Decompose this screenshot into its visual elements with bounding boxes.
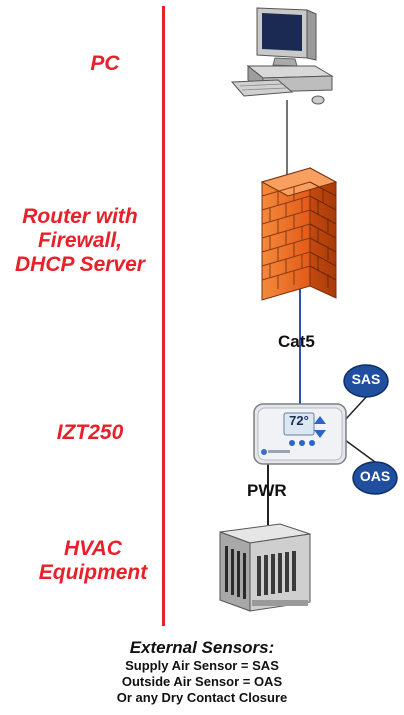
label-router: Router with Firewall, DHCP Server (0, 205, 160, 277)
label-router-line3: DHCP Server (15, 253, 145, 276)
pwr-label: PWR (247, 481, 287, 500)
izt250-thermostat-icon (253, 403, 347, 465)
external-sensors-legend: External Sensors: Supply Air Sensor = SA… (0, 638, 404, 706)
label-hvac-line2: Equipment (38, 561, 148, 584)
legend-heading: External Sensors: (129, 638, 275, 657)
divider-line (162, 6, 165, 626)
label-router-line2: Firewall, (37, 229, 123, 252)
label-router-line1: Router with (22, 205, 138, 228)
legend-line-sas: Supply Air Sensor = SAS (125, 658, 279, 673)
legend-line-dry-contact: Or any Dry Contact Closure (116, 690, 288, 705)
legend-line-oas: Outside Air Sensor = OAS (121, 674, 283, 689)
oas-cable (344, 439, 376, 463)
cat5-label: Cat5 (278, 332, 315, 351)
sas-sensor-circle (343, 364, 389, 398)
label-izt250: IZT250 (56, 421, 124, 444)
label-pc: PC (90, 52, 120, 75)
hvac-equipment-icon (219, 523, 311, 612)
pc-icon (230, 7, 334, 105)
label-hvac-line1: HVAC (64, 537, 122, 560)
oas-label: OAS (359, 468, 391, 484)
sas-cable (344, 394, 369, 421)
firewall-icon (260, 167, 338, 301)
thermostat-display: 72° (289, 413, 309, 428)
oas-sensor-circle (352, 461, 398, 495)
label-hvac: HVAC Equipment (25, 537, 161, 585)
sas-label: SAS (351, 371, 381, 387)
